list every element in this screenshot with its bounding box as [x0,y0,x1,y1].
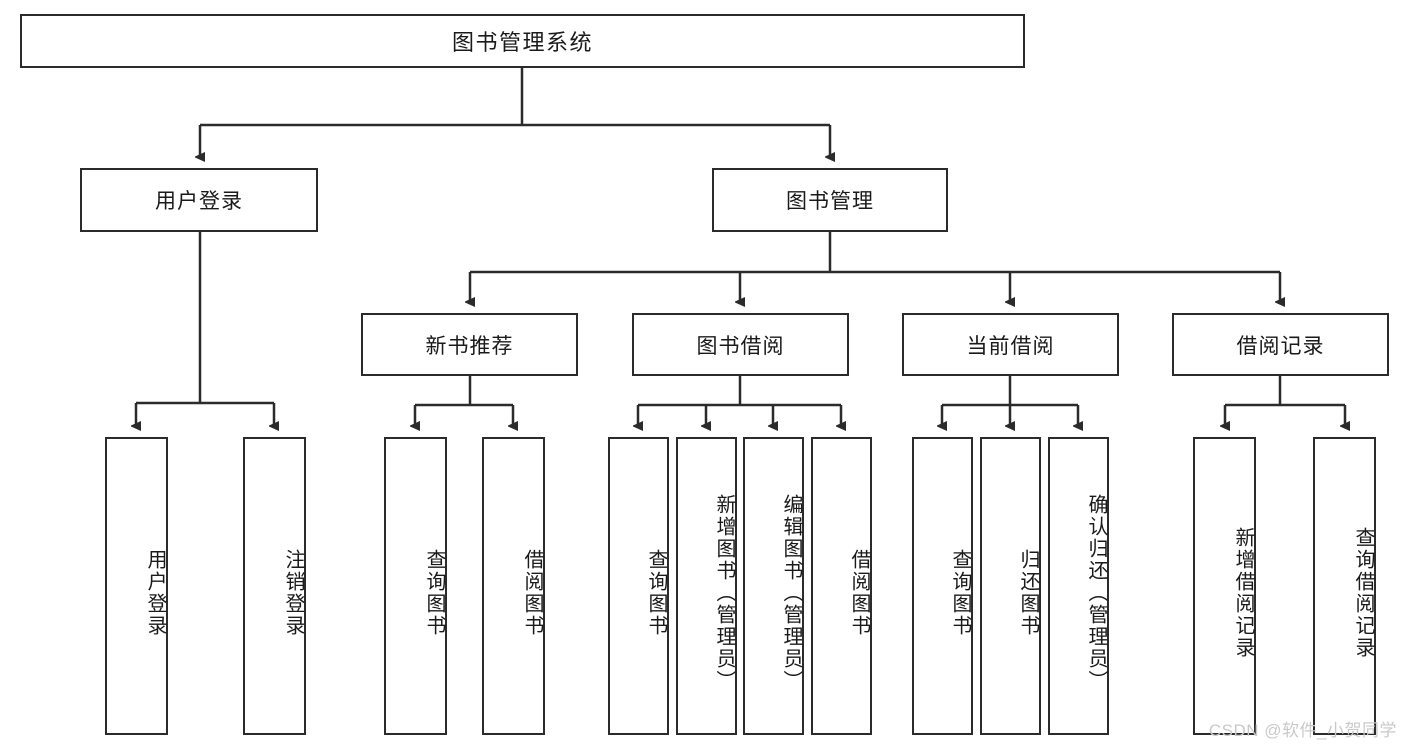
node-label: 用户登录 [144,549,166,637]
leaf-user-login-logout[interactable]: 注销登录 [243,437,306,735]
node-label: 确认归还（管理员） [1085,494,1107,692]
node-label: 借阅记录 [1236,334,1325,358]
leaf-borrow-add-book-admin[interactable]: 新增图书（管理员） [676,437,737,735]
node-book-borrow[interactable]: 图书借阅 [632,313,849,376]
node-label: 查询图书 [423,549,445,637]
node-label: 图书管理系统 [451,30,593,55]
leaf-user-login-login[interactable]: 用户登录 [105,437,168,735]
node-label: 当前借阅 [966,334,1055,358]
leaf-record-add-record[interactable]: 新增借阅记录 [1193,437,1256,735]
leaf-borrow-query-book[interactable]: 查询图书 [608,437,669,735]
leaf-record-query-record[interactable]: 查询借阅记录 [1313,437,1376,735]
node-label: 编辑图书（管理员） [780,494,802,692]
leaf-recommend-query-book[interactable]: 查询图书 [384,437,447,735]
node-label: 注销登录 [282,549,304,637]
node-new-book-recommend[interactable]: 新书推荐 [361,313,578,376]
node-root-system[interactable]: 图书管理系统 [20,14,1025,68]
node-label: 查询借阅记录 [1352,527,1374,659]
node-label: 新书推荐 [425,334,514,358]
node-label: 查询图书 [645,549,667,637]
node-label: 归还图书 [1017,549,1039,637]
leaf-current-confirm-return-admin[interactable]: 确认归还（管理员） [1048,437,1109,735]
node-user-login[interactable]: 用户登录 [80,168,318,232]
node-label: 用户登录 [155,190,243,213]
node-label: 图书管理 [786,190,874,213]
node-label: 新增借阅记录 [1232,527,1254,659]
node-label: 新增图书（管理员） [713,494,735,692]
leaf-recommend-borrow-book[interactable]: 借阅图书 [482,437,545,735]
leaf-current-return-book[interactable]: 归还图书 [980,437,1041,735]
node-label: 借阅图书 [848,549,870,637]
node-label: 借阅图书 [521,549,543,637]
leaf-current-query-book[interactable]: 查询图书 [912,437,973,735]
node-borrow-record[interactable]: 借阅记录 [1172,313,1389,376]
watermark-text: CSDN @软件_小贺同学 [1208,721,1397,740]
node-current-borrow[interactable]: 当前借阅 [902,313,1119,376]
leaf-borrow-borrow-book[interactable]: 借阅图书 [811,437,872,735]
node-label: 查询图书 [949,549,971,637]
leaf-borrow-edit-book-admin[interactable]: 编辑图书（管理员） [743,437,804,735]
node-label: 图书借阅 [696,334,785,358]
node-book-management[interactable]: 图书管理 [712,168,948,232]
